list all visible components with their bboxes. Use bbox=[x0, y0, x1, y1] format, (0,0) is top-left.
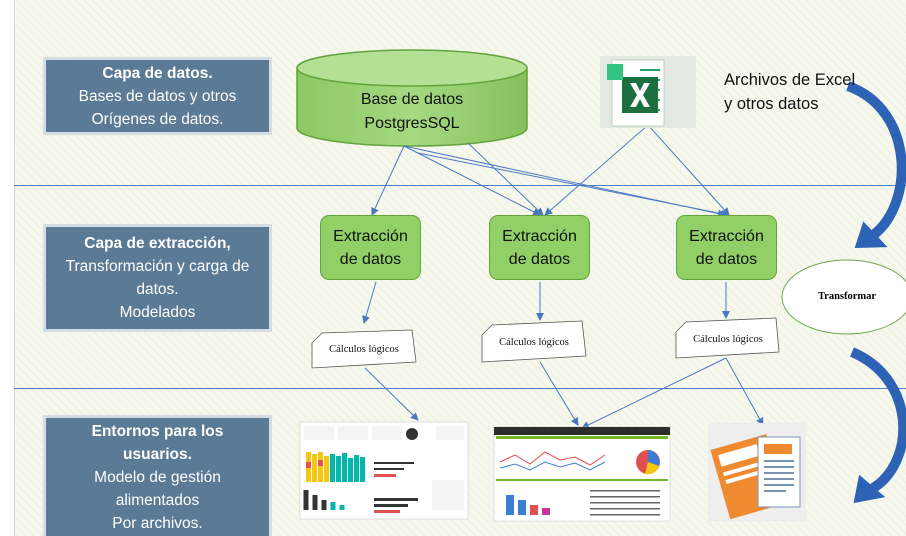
extraction-box-2: Extracción de datos bbox=[489, 215, 590, 280]
data-layer-line-2: Orígenes de datos. bbox=[91, 110, 224, 128]
data-layer-title: Capa de datos. bbox=[102, 64, 213, 82]
excel-label: Archivos de Excel y otros datos bbox=[724, 68, 855, 116]
arrow-excel-to-extract-2 bbox=[544, 124, 649, 216]
transform-label: Transformar bbox=[817, 291, 877, 302]
extraction-box-1: Extracción de datos bbox=[320, 215, 421, 280]
extraction-box-1-line-2: de datos bbox=[339, 250, 402, 268]
extraction-layer-line-1: Transformación y carga de bbox=[65, 258, 250, 275]
extraction-box-3: Extracción de datos bbox=[676, 215, 777, 280]
documents-icon bbox=[708, 423, 806, 521]
arrow-extract1-to-calc bbox=[362, 281, 377, 324]
arrow-calc3-to-report bbox=[581, 357, 727, 429]
curved-arrow-top bbox=[846, 81, 906, 249]
layer-divider-1 bbox=[14, 185, 906, 186]
dashboard-thumbnail bbox=[299, 421, 469, 520]
data-layer-box: Capa de datos. Bases de datos y otros Or… bbox=[43, 57, 272, 135]
database-cylinder bbox=[296, 49, 528, 147]
calc-doc-2 bbox=[481, 320, 587, 363]
transform-ellipse bbox=[781, 259, 906, 335]
database-label-line-1: Base de datos bbox=[360, 91, 464, 108]
users-layer-title-1: Entornos para los bbox=[91, 422, 224, 440]
calc-doc-1-label: Cálculos lógicos bbox=[329, 344, 399, 355]
arrow-calc3-to-documents bbox=[725, 357, 764, 426]
arrow-excel-to-extract-3 bbox=[647, 124, 730, 216]
left-margin-bar bbox=[0, 0, 15, 536]
arrow-db-to-extract-3b bbox=[417, 152, 729, 218]
arrow-db-to-extract-2 bbox=[403, 145, 541, 216]
excel-label-line-2: y otros datos bbox=[724, 95, 819, 113]
calc-doc-3 bbox=[675, 317, 780, 359]
extraction-layer-line-2: datos. bbox=[136, 281, 179, 298]
extraction-box-1-line-1: Extracción bbox=[333, 227, 408, 245]
extraction-layer-box: Capa de extracción, Transformación y car… bbox=[43, 224, 272, 332]
extraction-box-2-line-1: Extracción bbox=[502, 227, 577, 245]
extraction-box-2-line-2: de datos bbox=[508, 250, 571, 268]
calc-doc-3-label: Cálculos lógicos bbox=[693, 334, 763, 345]
excel-icon bbox=[600, 56, 696, 128]
calc-doc-1 bbox=[311, 329, 417, 369]
calc-doc-shapes bbox=[311, 317, 780, 369]
flow-arrows bbox=[362, 124, 764, 429]
excel-label-line-1: Archivos de Excel bbox=[724, 71, 856, 89]
data-layer-line-1: Bases de datos y otros bbox=[78, 87, 237, 105]
users-layer-box: Entornos para los usuarios. Modelo de ge… bbox=[43, 415, 272, 536]
extraction-layer-title: Capa de extracción, bbox=[84, 235, 231, 252]
extraction-box-3-line-1: Extracción bbox=[689, 227, 764, 245]
curved-arrow-bottom bbox=[849, 347, 906, 504]
arrow-db-to-extract-2b bbox=[467, 142, 544, 216]
extraction-layer-line-3: Modelados bbox=[119, 304, 196, 321]
calc-doc-2-label: Cálculos lógicos bbox=[499, 337, 569, 348]
arrow-calc1-to-dashboard bbox=[364, 367, 419, 421]
arrow-calc2-to-report bbox=[539, 361, 579, 426]
arrow-db-to-extract-1 bbox=[371, 145, 405, 216]
extraction-box-3-line-2: de datos bbox=[695, 250, 758, 268]
users-layer-line-1: Modelo de gestión bbox=[94, 468, 221, 486]
database-label-line-2: PostgresSQL bbox=[364, 115, 460, 132]
users-layer-line-3: Por archivos. bbox=[112, 514, 203, 532]
report-dashboard-thumbnail bbox=[493, 426, 671, 522]
users-layer-title-2: usuarios. bbox=[123, 445, 192, 463]
layer-divider-2 bbox=[14, 388, 906, 389]
users-layer-line-2: alimentados bbox=[115, 491, 200, 509]
database-label: Base de datos PostgresSQL bbox=[300, 88, 524, 136]
